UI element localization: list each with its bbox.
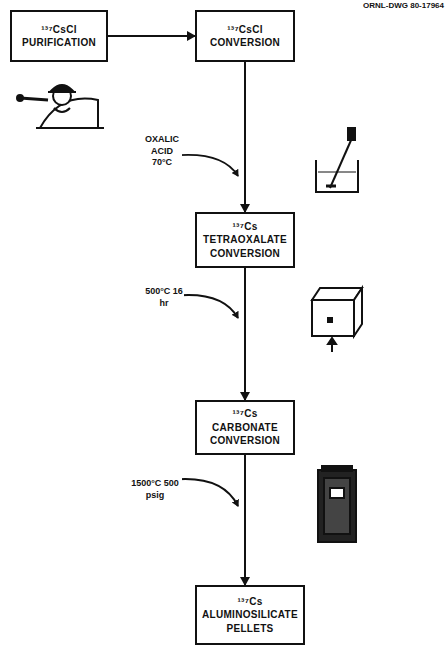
process-condition: 1500°C 500 psig: [128, 478, 182, 501]
beaker-icon: [316, 128, 358, 192]
box-text: ¹³⁷Cs TETRAOXALATE CONVERSION: [202, 220, 288, 261]
drawing-number: ORNL-DWG 80-17964: [296, 1, 444, 11]
process-condition: 500°C 16 hr: [144, 286, 184, 309]
box-text: ¹³⁷Cs CARBONATE CONVERSION: [202, 407, 288, 448]
process-box: ¹³⁷CsCl PURIFICATION: [10, 10, 108, 62]
box-text: ¹³⁷CsCl CONVERSION: [202, 23, 288, 50]
process-box: ¹³⁷CsCl CONVERSION: [195, 10, 295, 62]
flow-arrow: [244, 62, 246, 212]
box-text: ¹³⁷Cs ALUMINOSILICATE PELLETS: [202, 595, 298, 636]
process-box: ¹³⁷Cs CARBONATE CONVERSION: [195, 400, 295, 455]
operator-icon: [17, 85, 104, 128]
box-text: ¹³⁷CsCl PURIFICATION: [17, 23, 101, 50]
flow-arrow: [244, 268, 246, 400]
flow-arrow: [108, 35, 195, 37]
process-box: ¹³⁷Cs ALUMINOSILICATE PELLETS: [195, 585, 305, 645]
process-box: ¹³⁷Cs TETRAOXALATE CONVERSION: [195, 212, 295, 268]
furnace-icon: [312, 288, 362, 352]
flow-arrow: [244, 455, 246, 585]
press-icon: [318, 466, 356, 542]
process-condition: OXALIC ACID 70°C: [142, 134, 182, 169]
